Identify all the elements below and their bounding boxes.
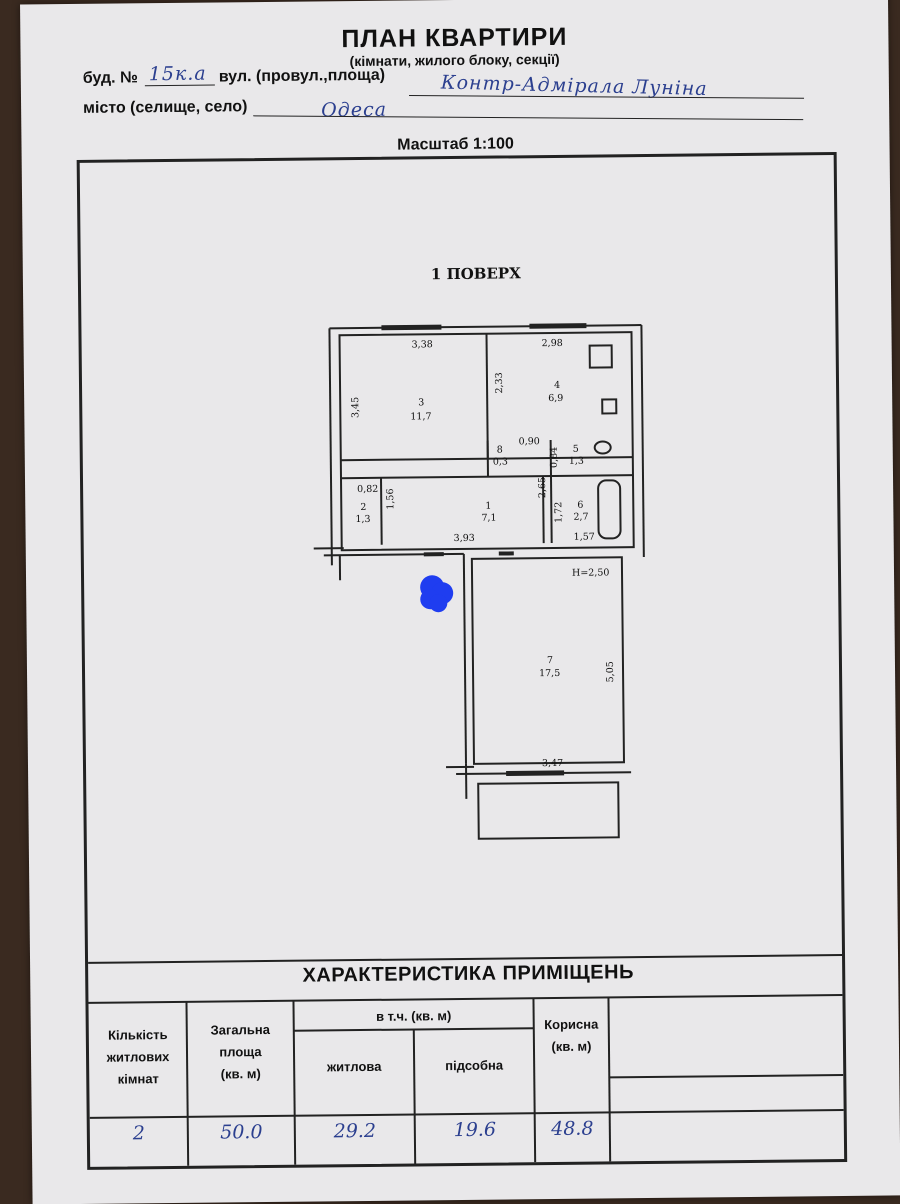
room-2-area: 1,3 <box>355 514 370 525</box>
ceiling-height: H=2,50 <box>572 567 610 578</box>
building-value: 15к.а <box>149 63 207 86</box>
value-rooms: 2 <box>90 1122 188 1145</box>
room-3-area: 11,7 <box>410 411 431 422</box>
dim-label: 5,05 <box>605 661 616 682</box>
room-2-num: 2 <box>360 502 366 513</box>
col-useful-header: Корисна (кв. м) <box>534 1013 609 1058</box>
dim-label: 2,33 <box>494 372 505 393</box>
room-6-num: 6 <box>577 500 583 511</box>
room-6-area: 2,7 <box>573 512 588 523</box>
value-living: 29.2 <box>295 1119 415 1142</box>
room-5-area: 1,3 <box>569 456 584 467</box>
street-underline <box>409 95 804 99</box>
plan-walls <box>311 325 646 840</box>
col-aux-header: підсобна <box>414 1054 534 1077</box>
dim-label: 1,56 <box>385 488 396 509</box>
dim-label: 0,84 <box>549 447 560 468</box>
plan-frame: 1 ПОВЕРХ <box>77 152 848 1170</box>
value-useful: 48.8 <box>535 1117 610 1140</box>
room-4-area: 6,9 <box>548 393 563 404</box>
dim-label: 1,57 <box>574 532 595 543</box>
room-5-num: 5 <box>573 444 579 455</box>
city-label: місто (селище, село) <box>83 98 247 118</box>
room-1-area: 7,1 <box>481 513 496 524</box>
col-total-header: Загальна площа (кв. м) <box>187 1019 295 1086</box>
col-incl-header: в т.ч. (кв. м) <box>294 1004 534 1029</box>
value-aux: 19.6 <box>415 1118 535 1141</box>
room-4-num: 4 <box>554 380 560 391</box>
room-7-area: 17,5 <box>539 668 560 679</box>
dim-label: 0,82 <box>357 484 378 495</box>
building-label: буд. № <box>83 69 138 88</box>
room-3-num: 3 <box>418 397 424 408</box>
value-total: 50.0 <box>188 1121 295 1144</box>
col-rooms-header: Кількість житлових кімнат <box>89 1024 188 1091</box>
col-living-header: житлова <box>294 1055 414 1078</box>
building-underline <box>145 85 215 87</box>
room-8-area: 0,3 <box>493 456 508 467</box>
city-value: Одеса <box>321 99 387 122</box>
document-sheet: ПЛАН КВАРТИРИ (кімнати, жилого блоку, се… <box>20 0 900 1204</box>
dim-label: 1,72 <box>553 502 564 523</box>
dim-label: 3,47 <box>542 758 563 769</box>
street-label: вул. (провул.,площа) <box>219 67 385 87</box>
dim-label: 3,38 <box>412 339 433 350</box>
room-7-num: 7 <box>547 655 553 666</box>
dim-label: 0,90 <box>519 436 540 447</box>
dim-label: 2,98 <box>542 338 563 349</box>
floor-title: 1 ПОВЕРХ <box>431 264 521 283</box>
room-1-num: 1 <box>485 501 491 512</box>
dim-label: 2,65 <box>537 477 548 498</box>
room-8-num: 8 <box>497 445 503 456</box>
dim-label: 3,45 <box>350 397 361 418</box>
redaction-blot <box>412 569 463 620</box>
dim-label: 3,93 <box>454 533 475 544</box>
